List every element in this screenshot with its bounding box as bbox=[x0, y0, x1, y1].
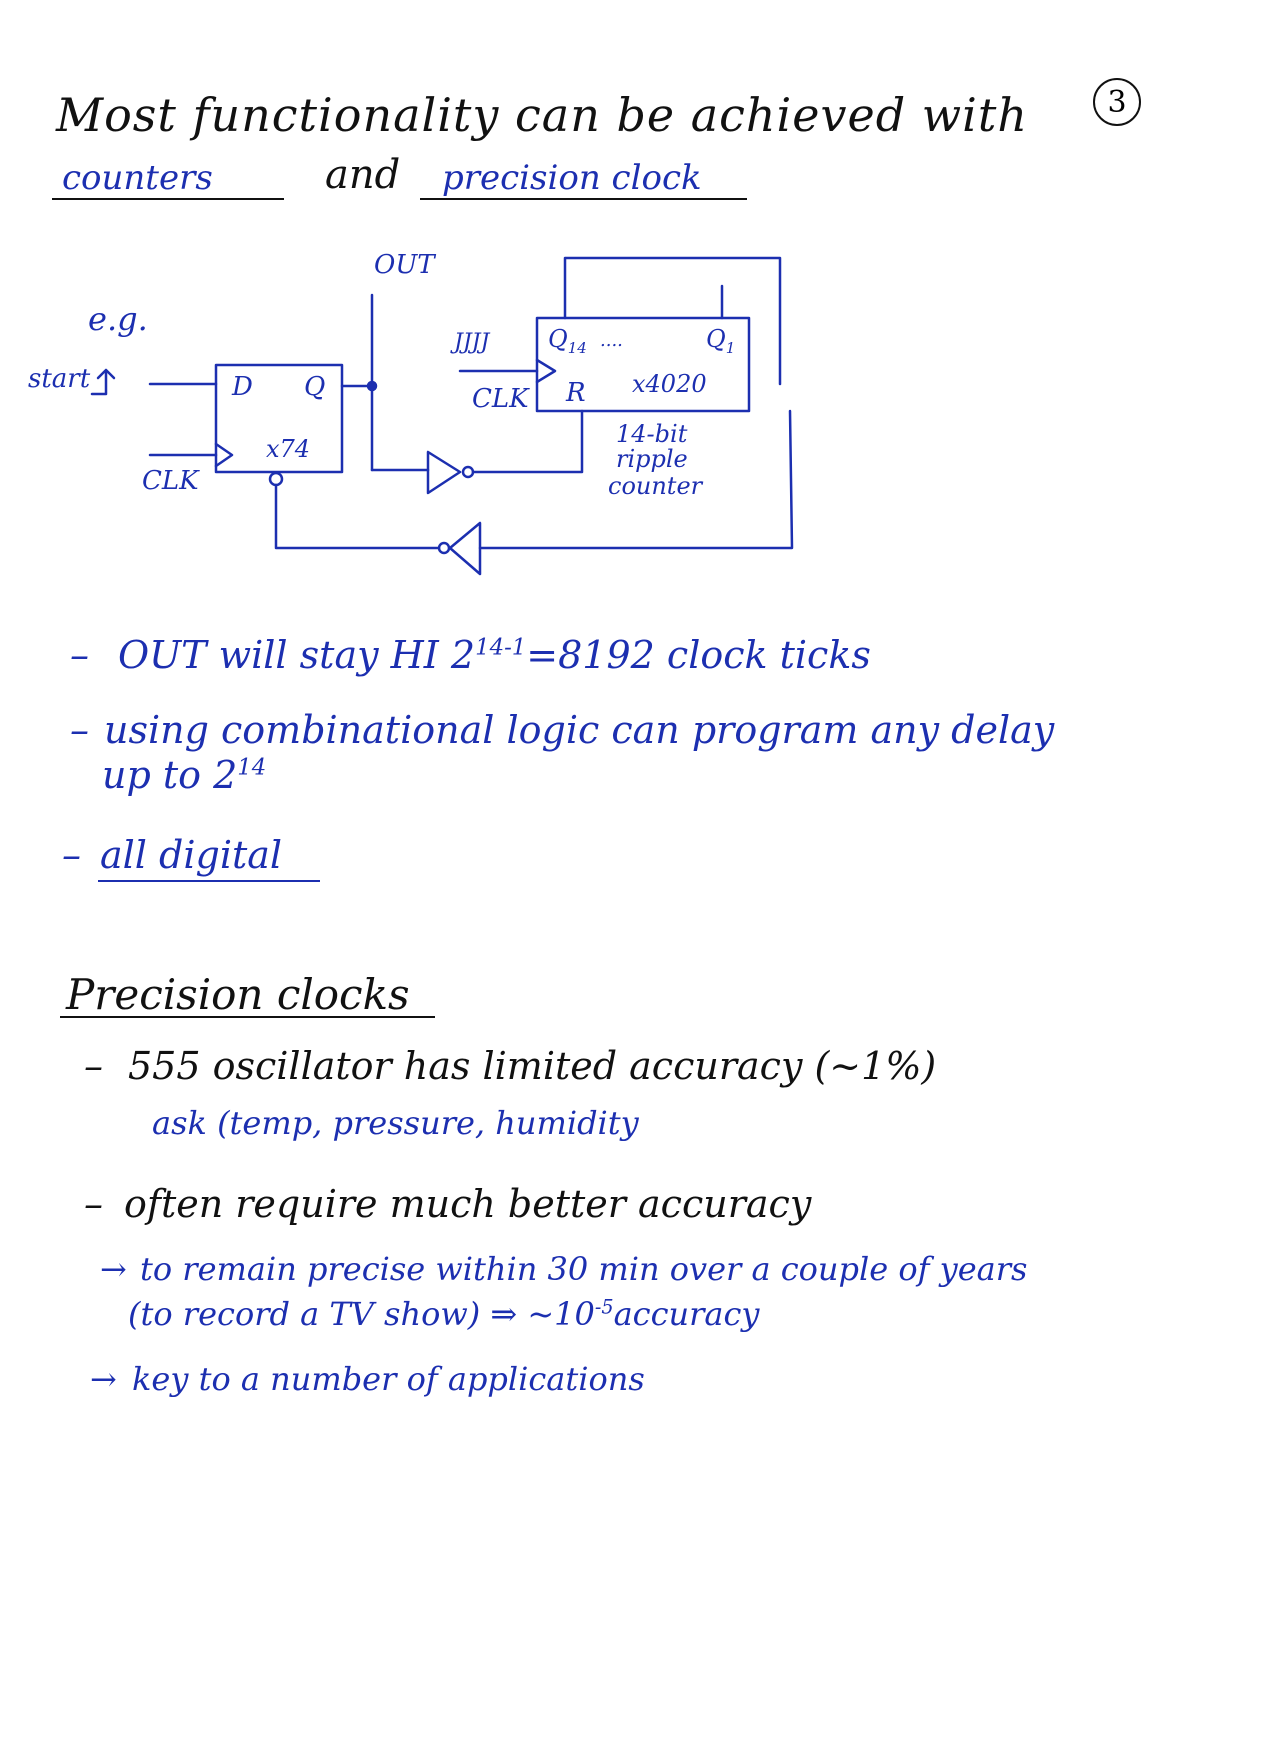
bullet-combinational-exponent: 14 bbox=[237, 754, 267, 781]
bullet-out-hi-exponent: 14-1 bbox=[475, 634, 527, 661]
circuit-diagram bbox=[90, 256, 794, 576]
q1-label: Q1 bbox=[706, 325, 735, 357]
bullet-combinational-line2-text: up to 2 bbox=[102, 753, 238, 797]
q1-letter: Q bbox=[706, 325, 726, 353]
sub-tv-show-accuracy: accuracy bbox=[613, 1295, 760, 1333]
out-label: OUT bbox=[374, 250, 435, 280]
bullet-out-hi: OUT will stay HI 214-1=8192 clock ticks bbox=[118, 633, 871, 677]
eg-label: e.g. bbox=[88, 300, 148, 338]
intro-counters: counters bbox=[62, 158, 213, 198]
para-555-oscillator: 555 oscillator has limited accuracy (~1%… bbox=[128, 1044, 937, 1088]
clock-wave-label: ЈЈЈЈ bbox=[454, 330, 490, 355]
bullet-combinational: using combinational logic can program an… bbox=[104, 708, 1055, 752]
counters-underline bbox=[52, 198, 284, 200]
sub-tv-show: (to record a TV show) ⇒ ~10-5accuracy bbox=[128, 1295, 760, 1333]
intro-and: and bbox=[325, 152, 401, 198]
counter-name-label: x4020 bbox=[632, 370, 707, 398]
sub-tv-show-text: (to record a TV show) ⇒ ~10 bbox=[128, 1295, 595, 1333]
precision-clock-underline bbox=[420, 198, 747, 200]
bullet-dash-3: – bbox=[62, 833, 81, 877]
clk-left-label: CLK bbox=[142, 466, 199, 496]
q14-letter: Q bbox=[548, 325, 568, 353]
all-digital-underline bbox=[98, 880, 320, 882]
page-number-circle: 3 bbox=[1093, 78, 1141, 126]
bullet-out-hi-text: OUT will stay HI 2 bbox=[118, 633, 476, 677]
q14-label: Q14 bbox=[548, 325, 587, 357]
flip-flop-box bbox=[214, 363, 344, 474]
ff-name-label: x74 bbox=[266, 435, 311, 463]
para-555-causes: ask (temp, pressure, humidity bbox=[152, 1104, 639, 1142]
q1-sub: 1 bbox=[725, 338, 736, 357]
arrow-1: → bbox=[100, 1250, 127, 1288]
ellipsis-label: .... bbox=[600, 330, 623, 351]
sub-key-applications: key to a number of applications bbox=[132, 1360, 645, 1398]
inverter-bottom bbox=[448, 521, 482, 576]
sub-remain-precise: to remain precise within 30 min over a c… bbox=[140, 1250, 1028, 1288]
reset-label: R bbox=[566, 378, 586, 408]
dash-555: – bbox=[84, 1044, 103, 1088]
bullet-dash-2: – bbox=[70, 708, 89, 752]
intro-precision-clock: precision clock bbox=[442, 158, 702, 198]
bullet-out-hi-ticks: =8192 clock ticks bbox=[526, 633, 871, 677]
counter-desc-line1: 14-bit bbox=[616, 420, 688, 448]
counter-desc-line3: counter bbox=[608, 472, 703, 500]
bullet-combinational-line2: up to 214 bbox=[102, 753, 266, 797]
start-label: start bbox=[28, 364, 91, 394]
intro-line: Most functionality can be achieved with bbox=[56, 88, 1028, 142]
page-number: 3 bbox=[1107, 84, 1127, 120]
counter-desc-line2: ripple bbox=[616, 445, 688, 473]
ff-d-label: D bbox=[232, 372, 253, 402]
dash-accuracy: – bbox=[84, 1182, 103, 1226]
bullet-dash-1: – bbox=[70, 633, 89, 677]
precision-clocks-underline bbox=[60, 1016, 435, 1018]
arrow-2: → bbox=[90, 1360, 117, 1398]
clk-right-label: CLK bbox=[472, 384, 529, 414]
q14-sub: 14 bbox=[567, 338, 587, 357]
sub-tv-show-exponent: -5 bbox=[594, 1295, 614, 1319]
counter-box bbox=[535, 316, 751, 413]
bullet-all-digital: all digital bbox=[100, 833, 283, 877]
para-better-accuracy: often require much better accuracy bbox=[124, 1182, 812, 1226]
section-heading-precision-clocks: Precision clocks bbox=[66, 970, 410, 1019]
inverter-top bbox=[426, 450, 462, 495]
ff-q-label: Q bbox=[304, 372, 326, 402]
